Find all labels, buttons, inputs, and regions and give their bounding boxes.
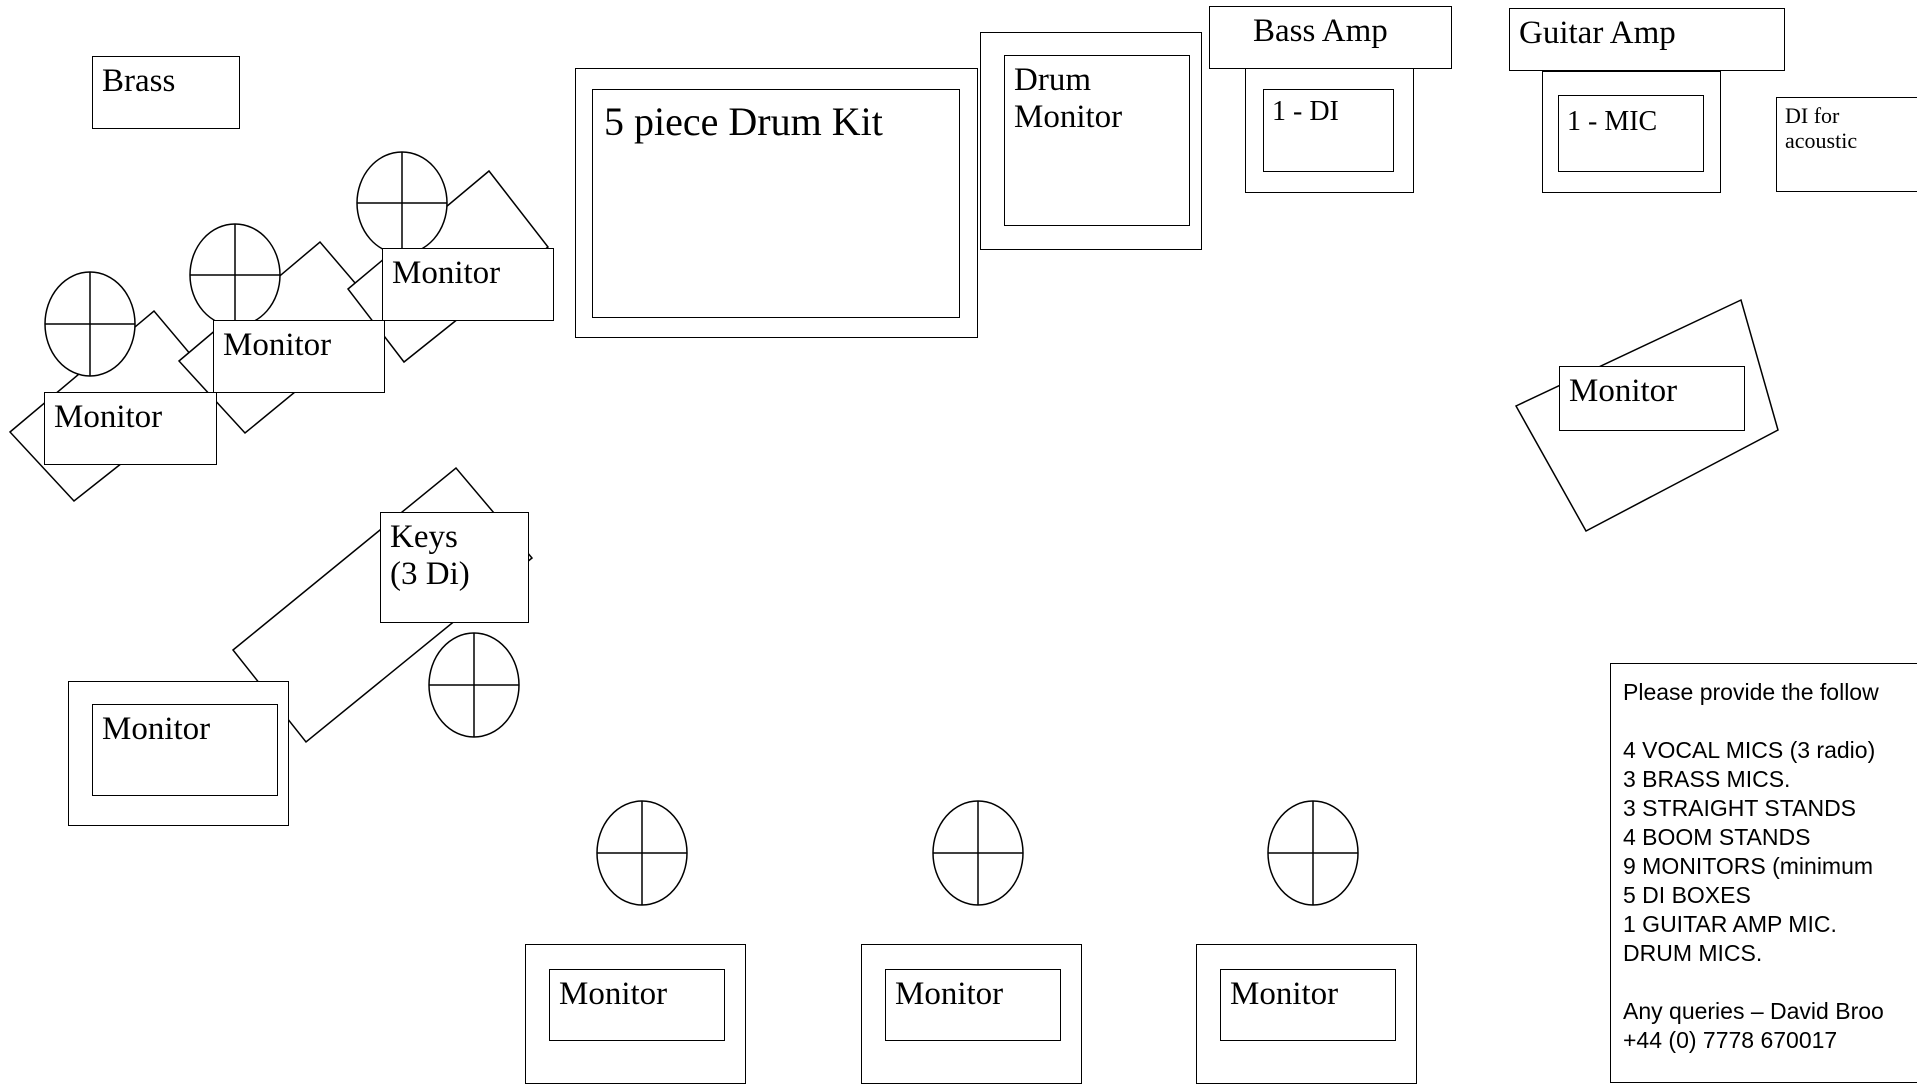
- monitor-brass-right: Monitor: [382, 248, 554, 321]
- bass-di-label: 1 - DI: [1263, 89, 1394, 172]
- monitor-front-1-label: Monitor: [549, 969, 725, 1041]
- drum-kit-label: 5 piece Drum Kit: [592, 89, 960, 318]
- contact-name: Any queries – David Broo: [1623, 998, 1884, 1024]
- guitar-amp-label: Guitar Amp: [1509, 8, 1785, 71]
- monitor-brass-middle: Monitor: [213, 320, 385, 393]
- mic-icon-keys: [428, 632, 520, 738]
- mic-icon-front-2: [932, 800, 1024, 906]
- guitar-mic-label: 1 - MIC: [1558, 95, 1704, 172]
- mic-icon-brass-3: [356, 151, 448, 255]
- monitor-front-3-label: Monitor: [1220, 969, 1396, 1041]
- di-acoustic-line1: DI for: [1785, 103, 1840, 128]
- requirement-item: 9 MONITORS (minimum: [1623, 853, 1874, 879]
- keys-line2: (3 Di): [390, 555, 470, 592]
- mic-icon-brass-2: [189, 223, 281, 327]
- monitor-keys-label: Monitor: [92, 704, 278, 796]
- requirement-item: 4 VOCAL MICS (3 radio): [1623, 737, 1876, 763]
- di-acoustic-line2: acoustic: [1785, 127, 1858, 153]
- requirement-item: 3 BRASS MICS.: [1623, 766, 1791, 792]
- mic-icon-front-3: [1267, 800, 1359, 906]
- contact-phone: +44 (0) 7778 670017: [1623, 1027, 1838, 1053]
- bass-amp-label: Bass Amp: [1209, 6, 1452, 69]
- requirement-item: DRUM MICS.: [1623, 940, 1763, 966]
- requirement-item: 3 STRAIGHT STANDS: [1623, 795, 1857, 821]
- requirement-item: 4 BOOM STANDS: [1623, 824, 1811, 850]
- keys-line1: Keys: [390, 519, 458, 555]
- mic-icon-brass-1: [44, 271, 136, 377]
- monitor-front-2-label: Monitor: [885, 969, 1061, 1041]
- drum-monitor-line2: Monitor: [1014, 98, 1123, 135]
- brass-label: Brass: [92, 56, 240, 129]
- mic-icon-front-1: [596, 800, 688, 906]
- monitor-right: Monitor: [1559, 366, 1745, 431]
- monitor-brass-left: Monitor: [44, 392, 217, 465]
- requirements-panel: Please provide the follow 4 VOCAL MICS (…: [1610, 663, 1917, 1083]
- requirement-item: 5 DI BOXES: [1623, 882, 1751, 908]
- drum-monitor-label: Drum Monitor: [1004, 55, 1190, 226]
- keys-label: Keys (3 Di): [380, 512, 529, 623]
- di-acoustic-label: DI for acoustic: [1776, 97, 1917, 192]
- requirements-heading: Please provide the follow: [1623, 679, 1879, 705]
- requirement-item: 1 GUITAR AMP MIC.: [1623, 911, 1837, 937]
- drum-monitor-line1: Drum: [1014, 62, 1091, 98]
